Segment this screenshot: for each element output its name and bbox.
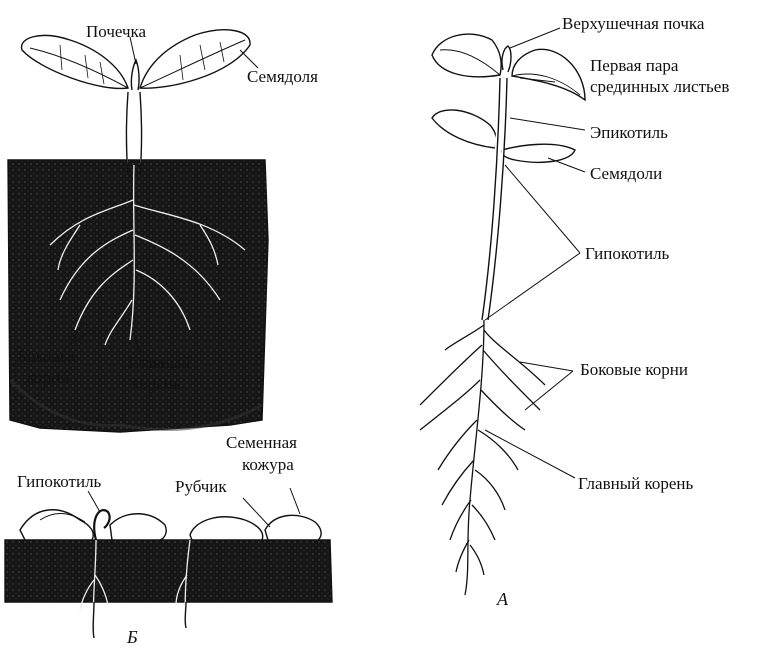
bottom-left-plant <box>5 488 332 638</box>
label-pervaya-para-1: Первая пара <box>590 56 678 75</box>
label-bokovye-korni-2: корни <box>10 368 86 387</box>
label-verkhushechnaya-pochka: Верхушечная почка <box>562 14 704 33</box>
label-bokovye-korni-1: Боковые <box>10 347 86 366</box>
label-rubchik: Рубчик <box>175 477 227 496</box>
label-glavny-koren-2: корень <box>132 374 181 393</box>
label-semyadolya: Семядоля <box>247 67 318 86</box>
panel-label-b: Б <box>127 628 138 647</box>
label-glavny-koren-1: Главный <box>128 353 190 372</box>
right-cotyledon <box>140 30 250 88</box>
label-epikotil: Эпикотиль <box>590 123 668 142</box>
label-pervaya-para-2: срединных листьев <box>590 77 729 96</box>
label-gipokotil-a: Гипокотиль <box>585 244 669 263</box>
panel-label-a: А <box>497 590 508 609</box>
label-bokovye-korni-a: Боковые корни <box>580 360 688 379</box>
pointer-pochechka <box>130 37 136 64</box>
soil-block-bottom <box>5 540 332 602</box>
right-roots <box>420 320 545 595</box>
pointer-semyadolya <box>240 50 258 68</box>
label-glavny-koren-a: Главный корень <box>578 474 693 493</box>
label-pochechka: Почечка <box>86 22 146 41</box>
right-plant <box>420 28 585 595</box>
label-semyadoli: Семядоли <box>590 164 662 183</box>
label-semennaya-1: Семенная <box>226 433 297 452</box>
label-gipokotil-b: Гипокотиль <box>17 472 101 491</box>
label-semennaya-2: кожура <box>242 455 294 474</box>
right-stem <box>482 78 507 320</box>
